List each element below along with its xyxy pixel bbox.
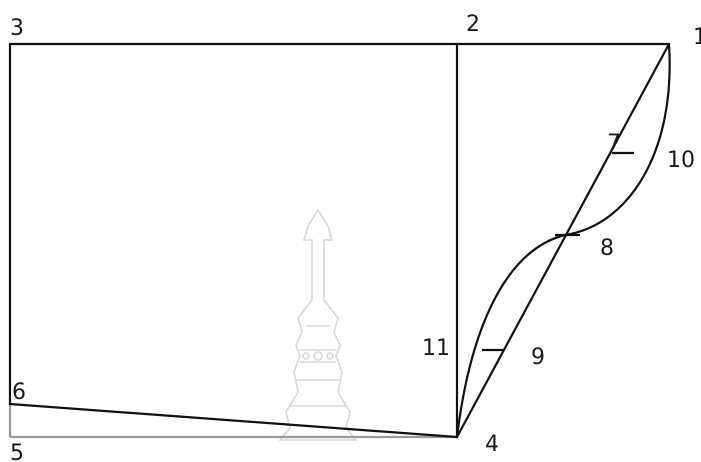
label-point-7: 7 bbox=[607, 131, 621, 156]
label-point-3: 3 bbox=[10, 16, 24, 41]
label-point-11: 11 bbox=[422, 336, 450, 361]
upper-armhole-curve bbox=[563, 42, 671, 237]
label-point-5: 5 bbox=[10, 441, 24, 462]
label-point-2: 2 bbox=[466, 12, 480, 37]
point-labels: 1 2 3 4 5 6 7 8 9 10 11 bbox=[10, 12, 701, 462]
label-point-6: 6 bbox=[12, 380, 26, 405]
label-point-1: 1 bbox=[693, 25, 701, 50]
label-point-8: 8 bbox=[600, 236, 614, 261]
slanted-hem-line bbox=[8, 402, 459, 439]
watermark-emblem bbox=[278, 208, 358, 441]
label-point-4: 4 bbox=[485, 432, 499, 457]
label-point-9: 9 bbox=[531, 345, 545, 370]
pattern-outline bbox=[8, 42, 671, 439]
diagonal-guide-line bbox=[455, 42, 671, 439]
lower-armhole-curve bbox=[455, 233, 567, 439]
label-point-10: 10 bbox=[667, 148, 695, 173]
